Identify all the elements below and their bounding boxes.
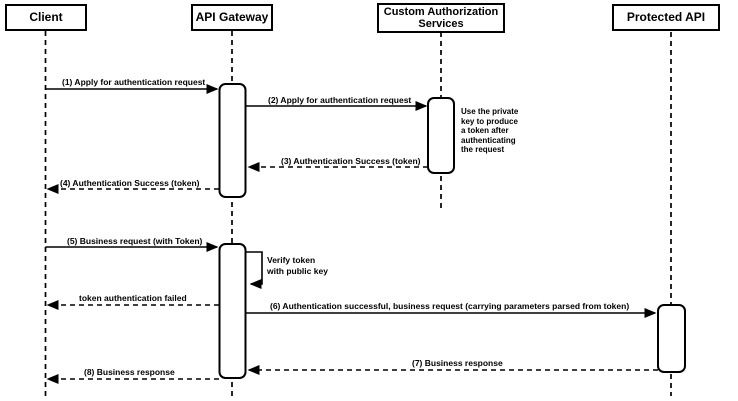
participant-protected-api: Protected API (612, 4, 720, 31)
activation-custom-authorization-services (427, 97, 455, 174)
participant-client-label: Client (29, 9, 63, 24)
note-private-key: Use the private key to produce a token a… (461, 107, 519, 154)
message-7-label: (7) Business response (412, 358, 503, 368)
self-message-verify-token-label: Verify token with public key (267, 255, 328, 276)
participant-api-gateway-label: API Gateway (195, 9, 269, 24)
message-2-label: (2) Apply for authentication request (268, 95, 412, 105)
message-5-label: (5) Business request (with Token) (67, 236, 203, 246)
participant-api-gateway: API Gateway (191, 4, 273, 31)
activation-protected-api (657, 304, 686, 373)
message-3-label: (3) Authentication Success (token) (281, 156, 421, 166)
message-6-label: (6) Authentication successful, business … (270, 301, 630, 311)
participant-custom-authorization-services: Custom Authorization Services (377, 3, 505, 33)
self-message-verify-token-arrow (246, 251, 263, 289)
participant-client: Client (5, 4, 87, 31)
participant-protected-api-label: Protected API (626, 9, 706, 24)
activation-api-gateway-auth (218, 83, 247, 198)
message-1-label: (1) Apply for authentication request (62, 77, 206, 87)
participant-custom-authorization-services-label: Custom Authorization Services (383, 5, 499, 30)
message-token-failed-label: token authentication failed (79, 293, 187, 303)
message-4-label: (4) Authentication Success (token) (60, 178, 200, 188)
activation-api-gateway-business (218, 243, 247, 379)
message-8-label: (8) Business response (84, 367, 175, 377)
